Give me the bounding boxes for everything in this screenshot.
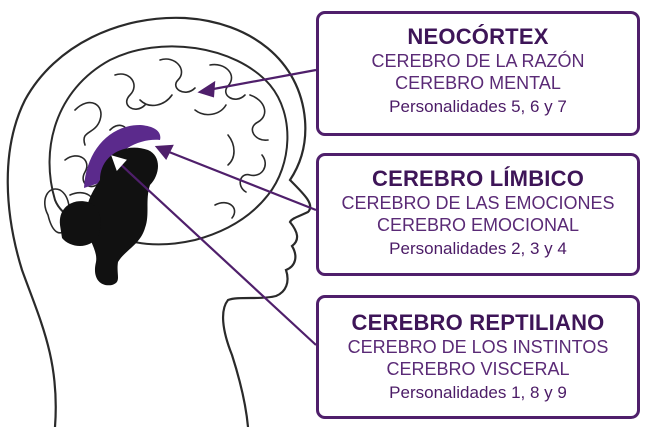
head-outline [6, 16, 312, 427]
neocortex-title: NEOCÓRTEX [407, 24, 549, 49]
neocortex-line-1: CEREBRO DE LA RAZÓN [371, 51, 585, 71]
reptilian-line-2: CEREBRO VISCERAL [386, 359, 570, 379]
core-arrow-head [111, 155, 127, 171]
cerebellum [59, 201, 101, 246]
limbic-line-1: CEREBRO DE LAS EMOCIONES [341, 193, 615, 213]
limbic-line-2: CEREBRO EMOCIONAL [376, 215, 580, 235]
reptilian-box: CEREBRO REPTILIANO CEREBRO DE LOS INSTIN… [316, 295, 640, 419]
neocortex-line-2: CEREBRO MENTAL [395, 73, 561, 93]
reptilian-line-1: CEREBRO DE LOS INSTINTOS [347, 337, 609, 357]
cortex-folds [64, 58, 269, 219]
reptilian-personalities: Personalidades 1, 8 y 9 [389, 383, 567, 402]
neocortex-box: NEOCÓRTEX CEREBRO DE LA RAZÓN CEREBRO ME… [316, 11, 640, 136]
limbic-title: CEREBRO LÍMBICO [372, 166, 584, 191]
limbic-box: CEREBRO LÍMBICO CEREBRO DE LAS EMOCIONES… [316, 153, 640, 276]
reptilian-title: CEREBRO REPTILIANO [351, 310, 605, 335]
limbic-personalities: Personalidades 2, 3 y 4 [389, 239, 567, 258]
neocortex-personalities: Personalidades 5, 6 y 7 [389, 97, 567, 116]
pointer-arrows [117, 68, 317, 346]
